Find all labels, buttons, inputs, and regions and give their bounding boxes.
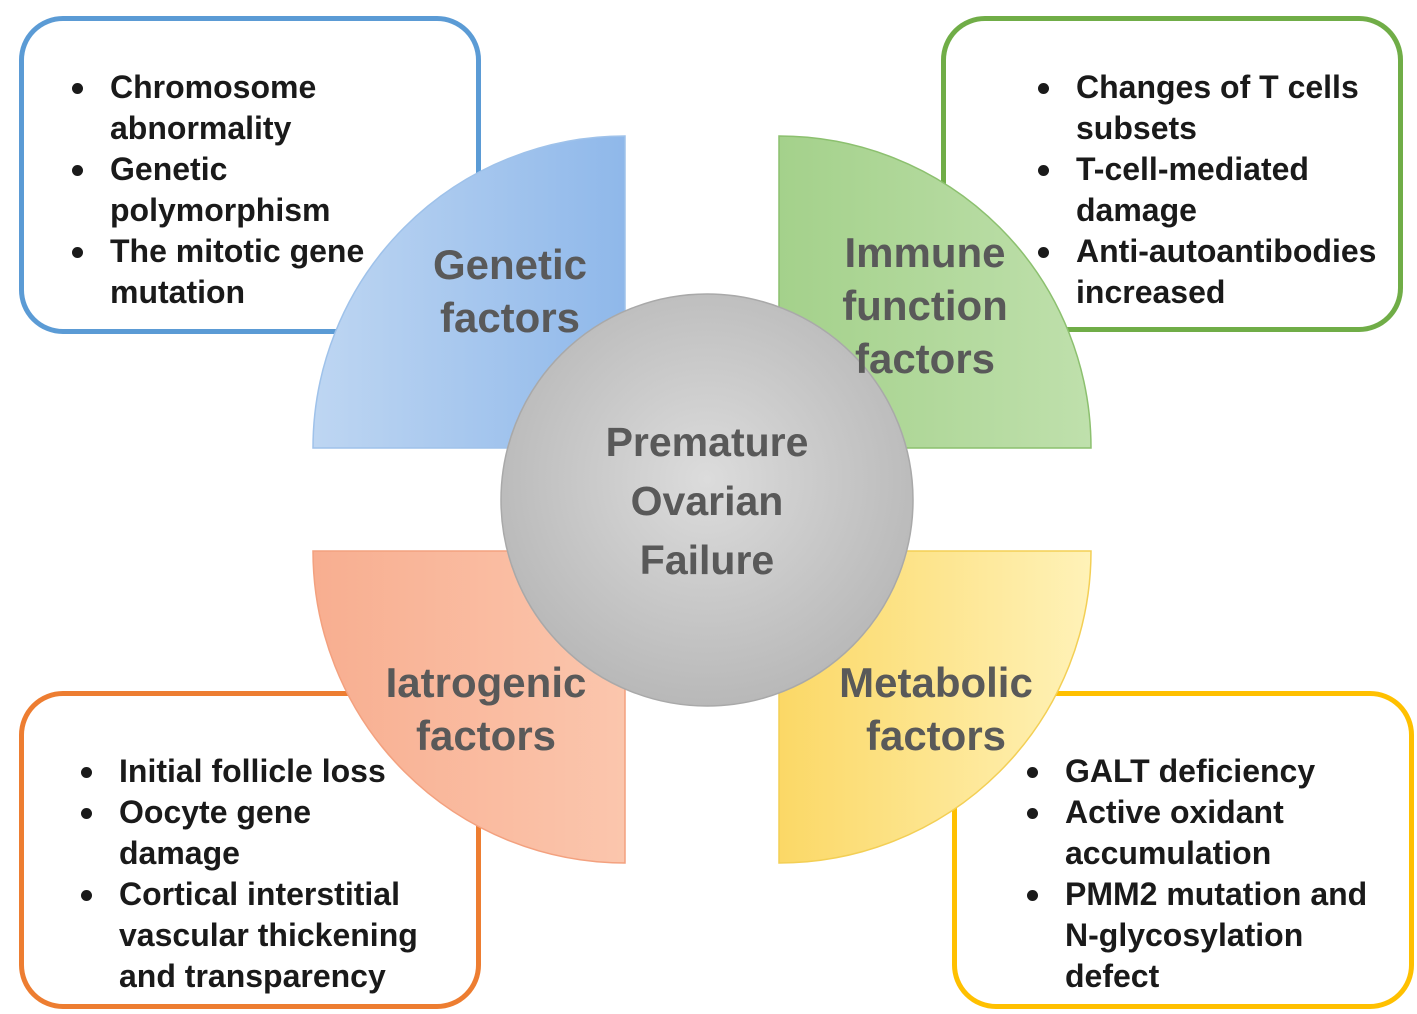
genetic-item-chromosome-abnormality: Chromosome abnormality [64, 67, 340, 149]
iatrogenic-item-initial-follicle-loss: Initial follicle loss [73, 751, 459, 792]
immune-label-line-2: function [842, 282, 1008, 329]
immune-item-t-cell-mediated-damage: T-cell-mediated damage [1030, 149, 1336, 231]
metabolic-factors-list: GALT deficiency Active oxidant accumulat… [1019, 751, 1405, 997]
iatrogenic-factors-list: Initial follicle loss Oocyte gene damage… [73, 751, 479, 997]
center-title-line-2: Ovarian [630, 478, 784, 524]
iatrogenic-item-oocyte-gene-damage: Oocyte gene damage [73, 792, 339, 874]
center-title-line-3: Failure [639, 537, 775, 583]
metabolic-label-line-1: Metabolic [839, 659, 1033, 706]
metabolic-item-galt-deficiency: GALT deficiency [1019, 751, 1385, 792]
metabolic-item-oxidant-accumulation: Active oxidant accumulation [1019, 792, 1325, 874]
genetic-factors-label: Genetic factors [400, 238, 620, 344]
immune-item-t-cell-subsets: Changes of T cells subsets [1030, 67, 1396, 149]
center-circle [500, 293, 914, 707]
metabolic-item-pmm2-mutation: PMM2 mutation and N-glycosylation defect [1019, 874, 1405, 997]
metabolic-factors-box: GALT deficiency Active oxidant accumulat… [952, 691, 1414, 1009]
genetic-factors-list: Chromosome abnormality Genetic polymorph… [64, 67, 410, 313]
immune-label-line-3: factors [854, 335, 996, 382]
immune-label-line-1: Immune [844, 229, 1006, 276]
immune-function-factors-label: Immune function factors [810, 226, 1040, 385]
metabolic-label-line-2: factors [865, 712, 1007, 759]
metabolic-factors-label: Metabolic factors [816, 656, 1056, 762]
iatrogenic-factors-label: Iatrogenic factors [366, 656, 606, 762]
iatrogenic-item-vascular-thickening: Cortical interstitial vascular thickenin… [73, 874, 479, 997]
center-title-line-1: Premature [605, 419, 809, 465]
immune-item-anti-autoantibodies: Anti-autoantibodies increased [1030, 231, 1416, 313]
immune-factors-list: Changes of T cells subsets T-cell-mediat… [1030, 67, 1416, 313]
genetic-factors-box: Chromosome abnormality Genetic polymorph… [19, 16, 481, 334]
iatrogenic-label-line-1: Iatrogenic [385, 659, 587, 706]
genetic-label-line-2: factors [439, 294, 581, 341]
iatrogenic-factors-box: Initial follicle loss Oocyte gene damage… [19, 691, 481, 1009]
genetic-item-mitotic-gene-mutation: The mitotic gene mutation [64, 231, 410, 313]
iatrogenic-label-line-2: factors [415, 712, 557, 759]
genetic-item-genetic-polymorphism: Genetic polymorphism [64, 149, 370, 231]
center-title: Premature Ovarian Failure [502, 413, 912, 590]
genetic-label-line-1: Genetic [432, 241, 588, 288]
